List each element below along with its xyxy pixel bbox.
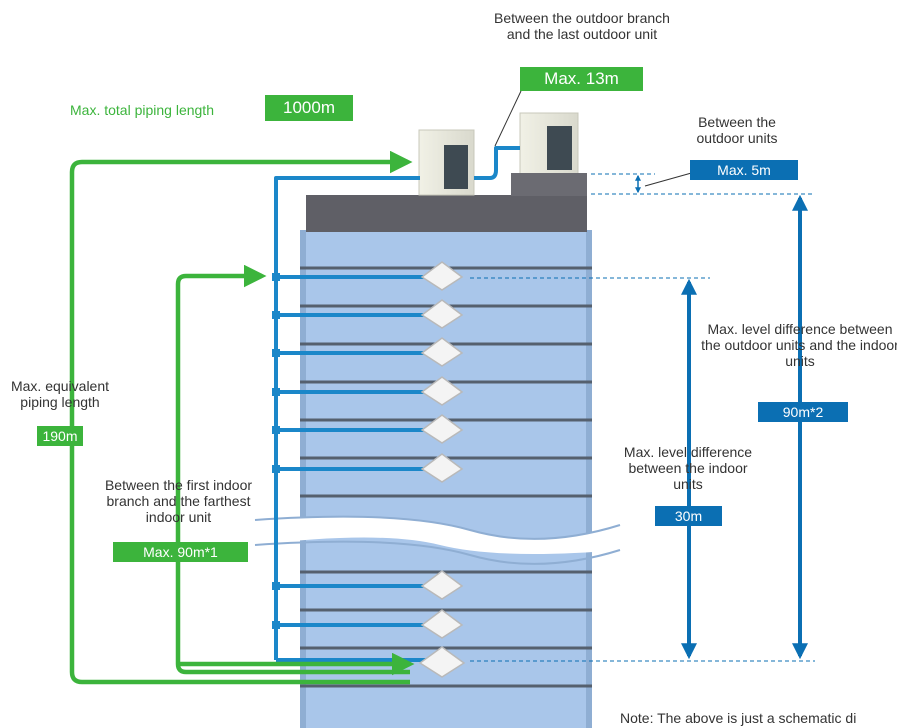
first-indoor-branch-badge: Max. 90m*1	[113, 542, 248, 562]
total-piping-label: Max. total piping length	[70, 102, 214, 118]
indoor-unit	[420, 261, 464, 291]
leader-lines	[494, 90, 696, 187]
reference-lines	[470, 173, 815, 662]
outdoor-unit	[511, 112, 587, 196]
equivalent-piping-label: Max. equivalent piping length	[10, 378, 110, 410]
indoor-unit	[420, 299, 464, 329]
indoor-unit	[418, 646, 466, 678]
first-indoor-branch-label: Between the first indoor branch and the …	[104, 477, 253, 525]
indoor-level-label: Max. level difference between the indoor…	[623, 444, 753, 492]
outdoor-branch-label: Between the outdoor branch and the last …	[494, 10, 670, 42]
schematic-note: Note: The above is just a schematic di	[620, 710, 857, 726]
indoor-unit	[420, 337, 464, 367]
green-arrows	[69, 150, 415, 685]
branch-joints	[272, 273, 280, 629]
refrigerant-piping	[274, 146, 520, 662]
farthest-indoor-arrow	[175, 264, 410, 675]
indoor-unit	[420, 570, 464, 600]
equivalent-piping-badge: 190m	[37, 426, 83, 446]
outdoor-units-badge: Max. 5m	[690, 160, 798, 180]
outdoor-unit	[418, 129, 475, 196]
indoor-level-badge: 30m	[655, 506, 722, 526]
outdoor-indoor-level-label: Max. level difference between the outdoo…	[701, 321, 897, 369]
indoor-unit	[420, 414, 464, 444]
total-piping-badge: 1000m	[265, 95, 353, 121]
building-roof	[306, 195, 587, 232]
indoor-unit	[420, 376, 464, 406]
equivalent-piping-arrow	[69, 150, 413, 685]
outdoor-branch-badge: Max. 13m	[520, 67, 643, 91]
indoor-unit	[420, 609, 464, 639]
indoor-units	[418, 261, 466, 678]
indoor-unit	[420, 453, 464, 483]
outdoor-indoor-level-badge: 90m*2	[758, 402, 848, 422]
building-break	[255, 516, 620, 554]
level-arrows	[635, 174, 808, 660]
outdoor-units-label: Between the outdoor units	[696, 114, 778, 146]
